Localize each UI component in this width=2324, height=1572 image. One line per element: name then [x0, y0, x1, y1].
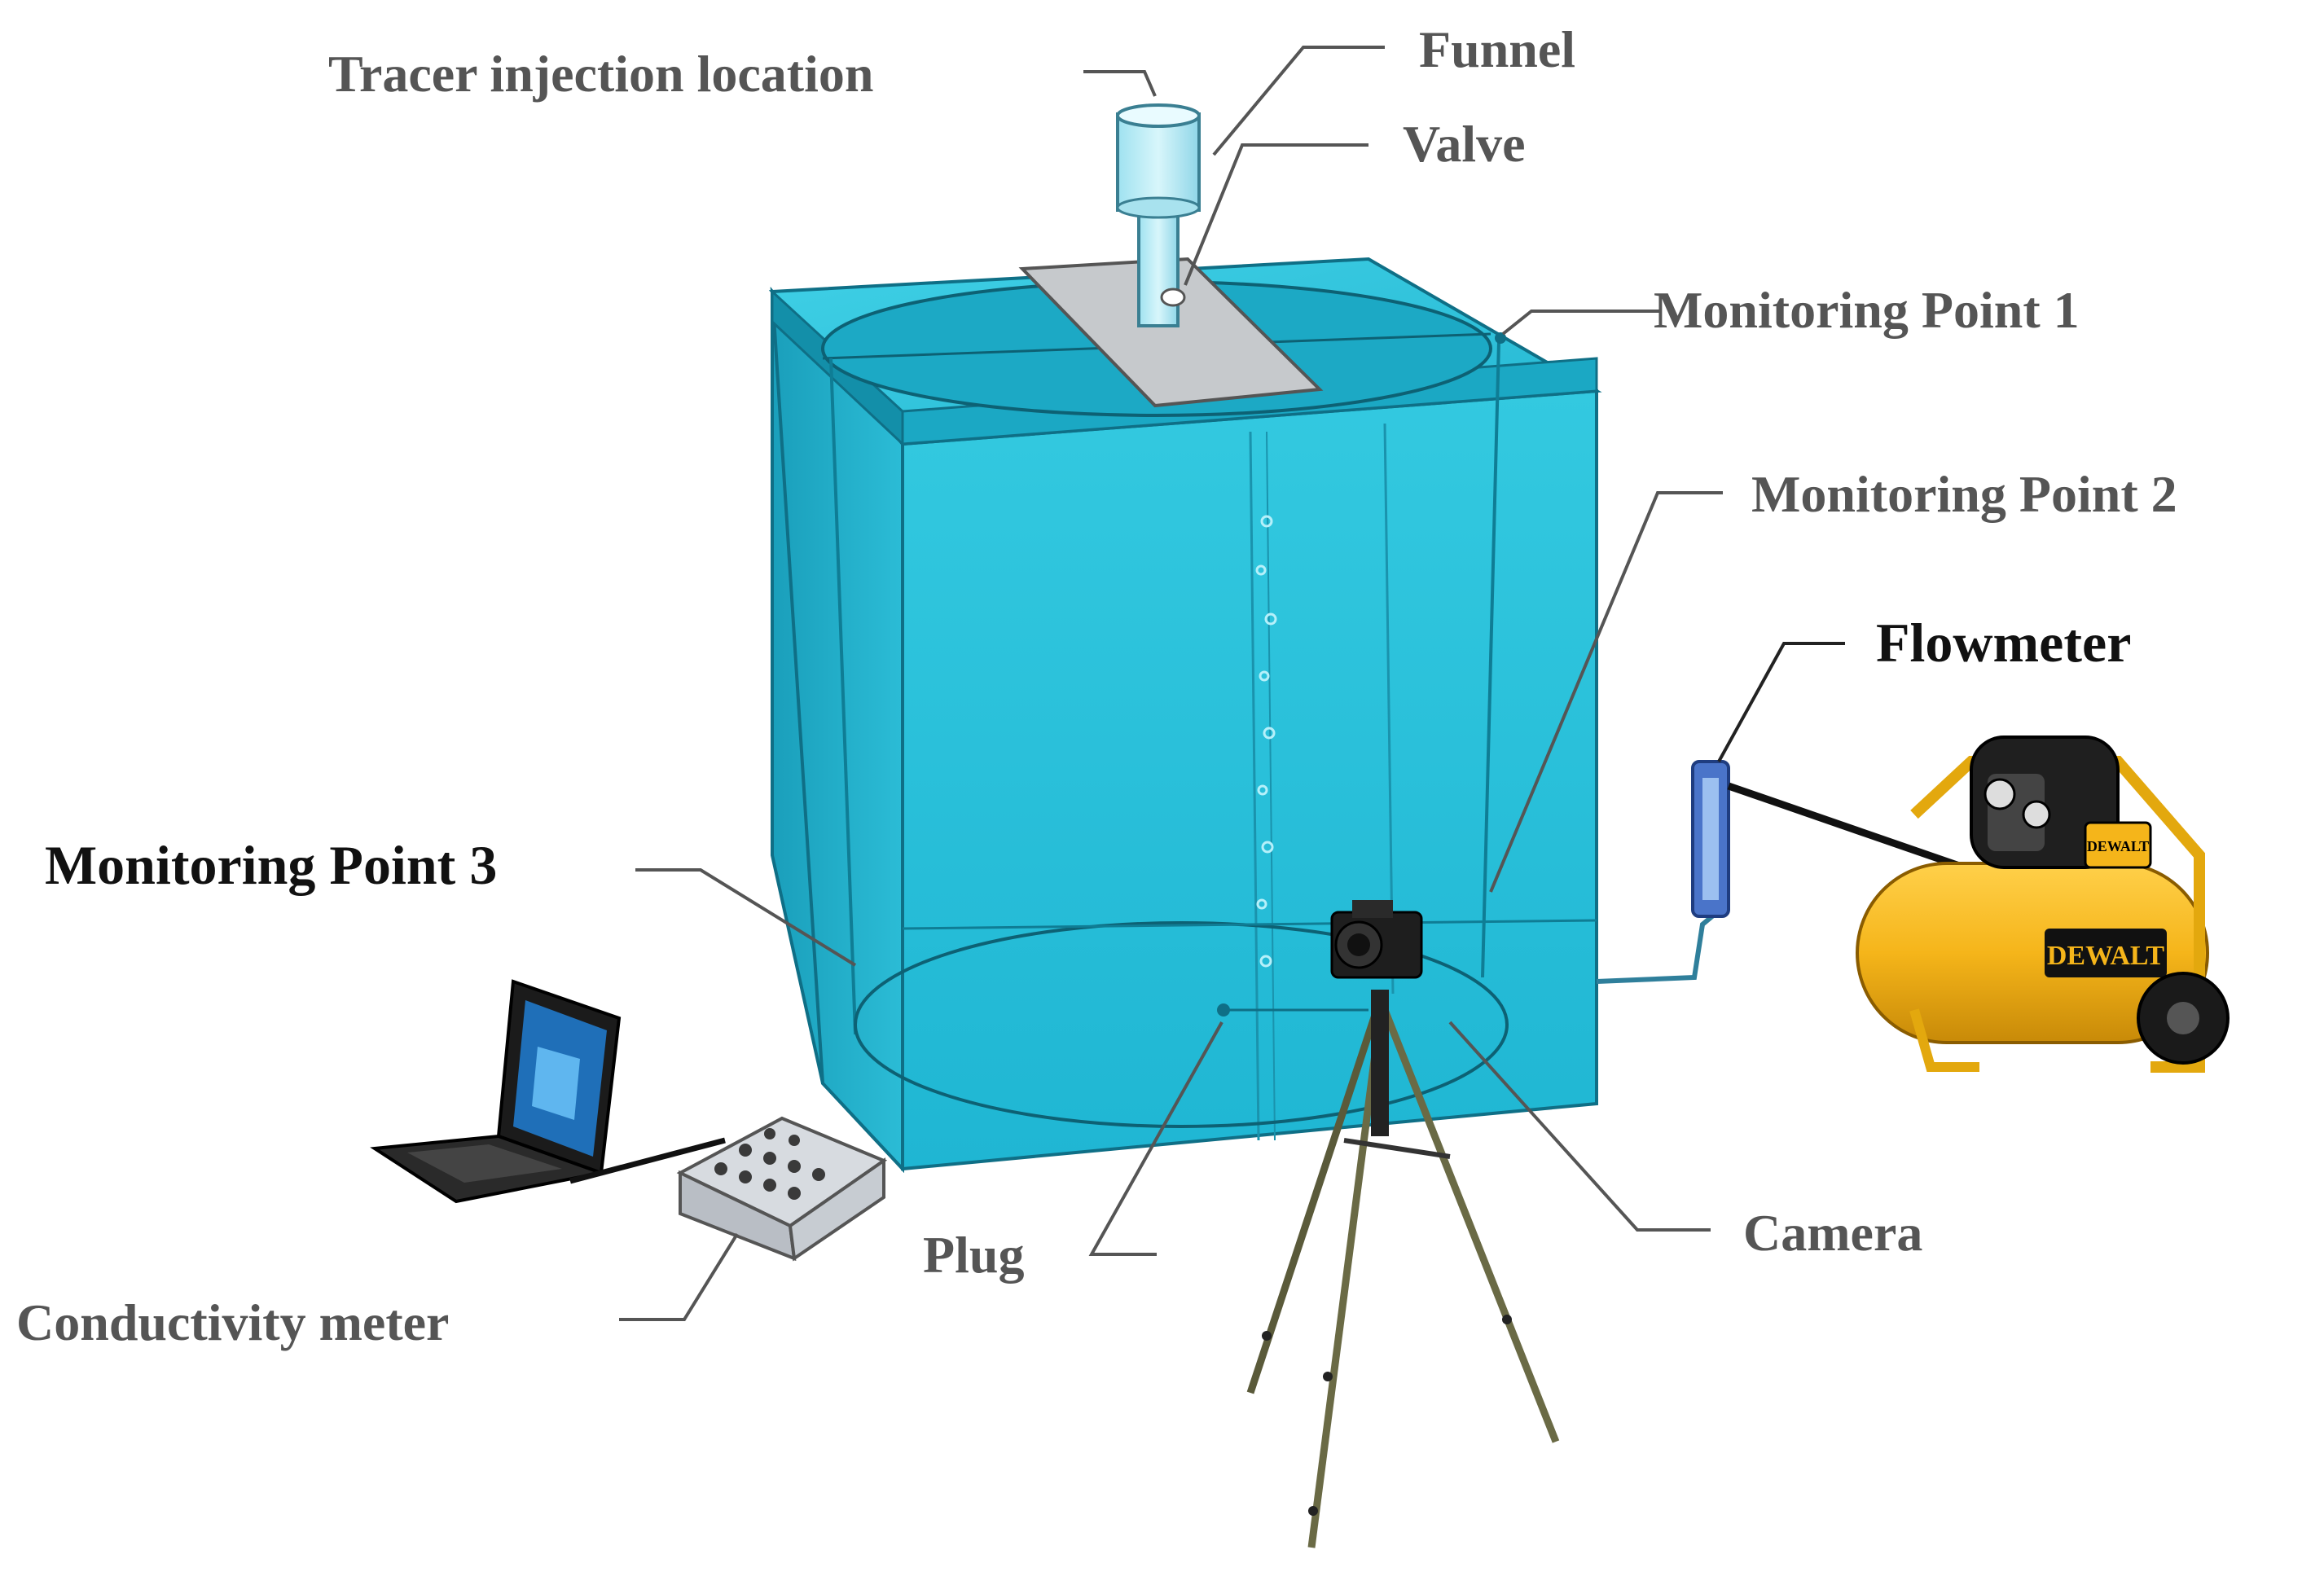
label-plug: Plug — [923, 1226, 1024, 1284]
label-camera: Camera — [1743, 1204, 1922, 1262]
air-hose — [1596, 910, 1719, 984]
valve-handle — [1160, 288, 1186, 307]
monitoring-point-1-sensor — [1495, 332, 1506, 344]
injection-assembly — [1018, 103, 1506, 408]
camera-tripod — [1246, 900, 1560, 1548]
label-monitoring-point-1: Monitoring Point 1 — [1654, 281, 2080, 339]
cylinder-right-edge — [1481, 341, 1500, 978]
label-tracer-injection-location: Tracer injection location — [328, 45, 873, 103]
lid-plate — [1018, 257, 1324, 408]
flowmeter-assembly — [1596, 760, 1989, 984]
label-funnel: Funnel — [1419, 20, 1575, 78]
label-monitoring-point-2: Monitoring Point 2 — [1751, 465, 2177, 523]
label-valve: Valve — [1403, 115, 1526, 173]
windows-logo-icon — [532, 1047, 580, 1120]
meter-side — [788, 1157, 885, 1262]
cylinder-center-line — [1249, 431, 1260, 1141]
conductivity-meter — [676, 1116, 888, 1262]
injection-pipe — [1137, 202, 1180, 327]
compressor-brand-small: DEWALT — [2087, 838, 2149, 854]
compressor-brand: DEWALT — [2047, 941, 2165, 971]
leader-lines — [619, 46, 1845, 1321]
air-bubbles — [1255, 515, 1277, 968]
label-monitoring-point-3: Monitoring Point 3 — [45, 834, 497, 896]
cylinder-center-line-2 — [1266, 431, 1276, 1141]
cylinder-left-edge — [829, 358, 857, 1035]
compressor-hose — [1727, 782, 1989, 880]
laptop-cable — [569, 1137, 726, 1184]
tank-bottom-line — [902, 919, 1597, 930]
water-tank — [768, 257, 1602, 1174]
cylinder-inner-line — [1383, 423, 1395, 995]
funnel-body — [1116, 112, 1201, 212]
label-flowmeter: Flowmeter — [1876, 612, 2131, 674]
tank-front-face — [901, 389, 1598, 1171]
label-conductivity-meter: Conductivity meter — [16, 1293, 449, 1351]
funnel-rim — [1116, 103, 1201, 128]
laptop — [370, 979, 622, 1204]
air-compressor: DEWALT DEWALT — [1856, 736, 2230, 1073]
tank-bottom-ellipse — [854, 921, 1509, 1128]
